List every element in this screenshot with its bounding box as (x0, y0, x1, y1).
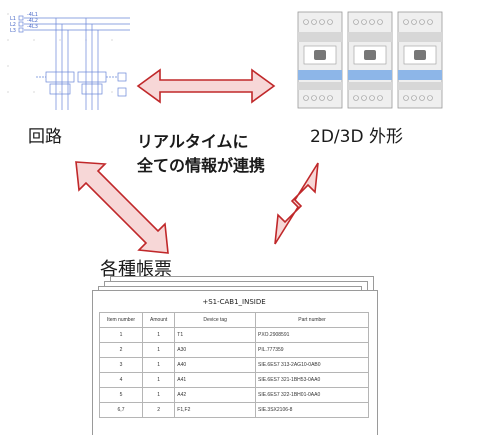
table-row: 3 1 A40 SIE.6ES7 313-2AG10-0AB0 (98, 357, 370, 373)
amount-cell: 1 (142, 342, 176, 358)
terminal-label-1: L1 (10, 16, 16, 22)
table-row: 6,7 2 F1,F2 SIE.3SX2106-8 (98, 402, 370, 418)
arrow-outline-reports (274, 162, 319, 245)
amount-cell: 2 (142, 402, 176, 418)
part-number-cell: SIE.6ES7 321-1BH53-0AA0 (254, 372, 370, 388)
circuit-diagram: -4L1 -4L2 -4L3 L1 L2 L3 (7, 12, 130, 110)
terminal-label-3: L3 (10, 28, 16, 34)
part-number-cell: SIE.3SX2106-8 (254, 402, 370, 418)
part-number-cell: PIL.777359 (254, 342, 370, 358)
device-tag-cell: A41 (174, 372, 256, 388)
outline-device-2 (347, 11, 393, 109)
item-number-cell: 1 (98, 327, 144, 343)
sync-message-line-1: リアルタイムに (137, 132, 249, 151)
amount-cell: 1 (142, 372, 176, 388)
part-number-cell: PXO.2908591 (254, 327, 370, 343)
sync-message: リアルタイムに 全ての情報が連携 (137, 130, 265, 178)
part-number-cell: SIE.6ES7 313-2AG10-0AB0 (254, 357, 370, 373)
item-number-cell: 2 (98, 342, 144, 358)
amount-cell: 1 (142, 327, 176, 343)
terminal-tag-3: -4L3 (27, 24, 38, 30)
column-header-device-tag: Device tag (174, 312, 256, 328)
terminal-marks (18, 15, 24, 33)
table-header-row: Item number Amount Device tag Part numbe… (98, 312, 370, 328)
circuit-label: 回路 (28, 127, 62, 147)
item-number-cell: 6,7 (98, 402, 144, 418)
device-tag-cell: A30 (174, 342, 256, 358)
parts-list-table: Item number Amount Device tag Part numbe… (98, 312, 370, 418)
reports-label: 各種帳票 (100, 259, 172, 280)
terminal-tag-2: -4L2 (27, 18, 38, 24)
sync-message-line-2: 全ての情報が連携 (137, 156, 266, 175)
table-row: 1 1 T1 PXO.2908591 (98, 327, 370, 343)
device-tag-cell: T1 (174, 327, 256, 343)
outline-device-1 (297, 11, 343, 109)
device-outline-drawing (297, 11, 443, 109)
table-row: 2 1 A30 PIL.777359 (98, 342, 370, 358)
outline-device-3 (397, 11, 443, 109)
amount-cell: 1 (142, 387, 176, 403)
outline-label: 2D/3D 外形 (310, 127, 403, 147)
circuit-wires (24, 17, 130, 110)
item-number-cell: 4 (98, 372, 144, 388)
table-row: 5 1 A42 SIE.6ES7 322-1BH01-0AA0 (98, 387, 370, 403)
item-number-cell: 5 (98, 387, 144, 403)
circuit-components (36, 71, 127, 97)
amount-cell: 1 (142, 357, 176, 373)
item-number-cell: 3 (98, 357, 144, 373)
device-tag-cell: A40 (174, 357, 256, 373)
arrow-circuit-reports (75, 161, 169, 254)
column-header-item-number: Item number (98, 312, 144, 328)
column-header-amount: Amount (142, 312, 176, 328)
report-title: +S1-CAB1_INSIDE (202, 298, 266, 306)
table-row: 4 1 A41 SIE.6ES7 321-1BH53-0AA0 (98, 372, 370, 388)
terminal-tag-1: -4L1 (27, 12, 38, 18)
device-tag-cell: A42 (174, 387, 256, 403)
arrow-circuit-outline (136, 68, 276, 104)
terminal-label-2: L2 (10, 22, 16, 28)
device-tag-cell: F1,F2 (174, 402, 256, 418)
part-number-cell: SIE.6ES7 322-1BH01-0AA0 (254, 387, 370, 403)
column-header-part-number: Part number (254, 312, 370, 328)
